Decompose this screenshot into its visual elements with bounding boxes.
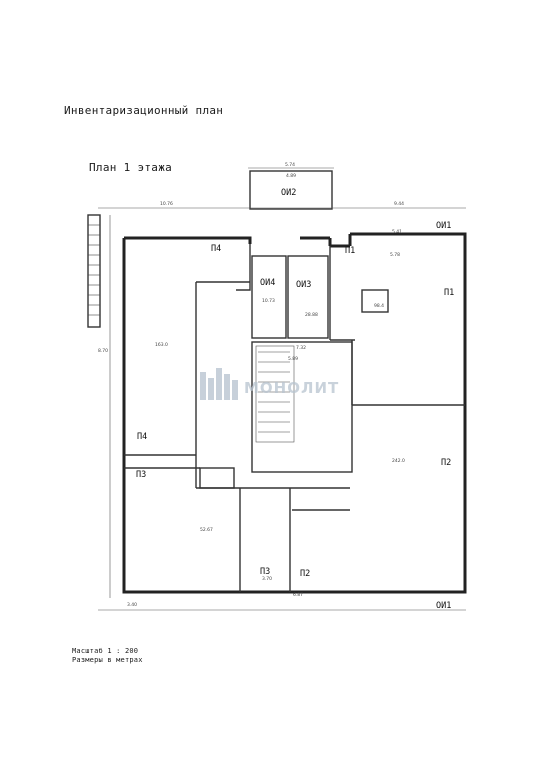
area-big-left: 163.0 — [155, 342, 168, 348]
dim-top-right: 9.44 — [394, 201, 404, 207]
dim-left-bottom: 3.40 — [127, 602, 137, 608]
label-p4-top: П4 — [211, 244, 221, 254]
label-p1-top: П1 — [345, 246, 355, 256]
label-p3-left: П3 — [136, 470, 146, 480]
label-p1-right: П1 — [444, 288, 454, 298]
watermark-text: МОНОЛИТ — [244, 379, 339, 397]
label-oi3: ОИ3 — [296, 280, 311, 290]
floor-title: План 1 этажа — [89, 161, 173, 174]
dim-stair-mid: 5.89 — [288, 356, 298, 362]
interior-walls — [124, 244, 465, 592]
area-oi4: 10.73 — [262, 298, 275, 304]
label-oi2: ОИ2 — [281, 188, 296, 198]
document-title: Инвентаризационный план — [64, 104, 224, 117]
label-p2-right: П2 — [441, 458, 451, 468]
dim-oi1-right: 5.41 — [392, 229, 402, 235]
dim-p3-width: 3.70 — [262, 576, 272, 582]
dim-bottom-span: 6.87 — [293, 592, 303, 598]
outer-walls — [122, 232, 467, 594]
area-hall: 242.0 — [392, 458, 405, 464]
label-oi4: ОИ4 — [260, 278, 275, 288]
dim-top-left: 10.76 — [160, 201, 173, 207]
label-p4-left: П4 — [137, 432, 147, 442]
label-p2-bottom: П2 — [300, 569, 310, 579]
area-bottom-left: 52.67 — [200, 527, 213, 533]
dim-oi2-width: 5.74 — [285, 162, 295, 168]
units-note: Размеры в метрах — [72, 656, 143, 664]
label-oi1-top: ОИ1 — [436, 221, 451, 231]
area-oi3: 28.88 — [305, 312, 318, 318]
scale-note: Масштаб 1 : 200 — [72, 647, 139, 655]
annex-oi2: 5.74 4.89 ОИ2 — [248, 162, 334, 210]
dim-p1-room: 5.78 — [390, 252, 400, 258]
watermark-logo: МОНОЛИТ — [200, 368, 339, 400]
dim-stair-top: 7.32 — [296, 345, 306, 351]
ladder-left — [87, 214, 101, 328]
dim-oi2-inner: 4.89 — [286, 173, 296, 179]
area-room-right: 98.4 — [374, 303, 384, 309]
label-p3-bottom: П3 — [260, 567, 270, 577]
dim-left-height: 8.70 — [98, 348, 108, 354]
label-oi1-bottom: ОИ1 — [436, 601, 451, 611]
